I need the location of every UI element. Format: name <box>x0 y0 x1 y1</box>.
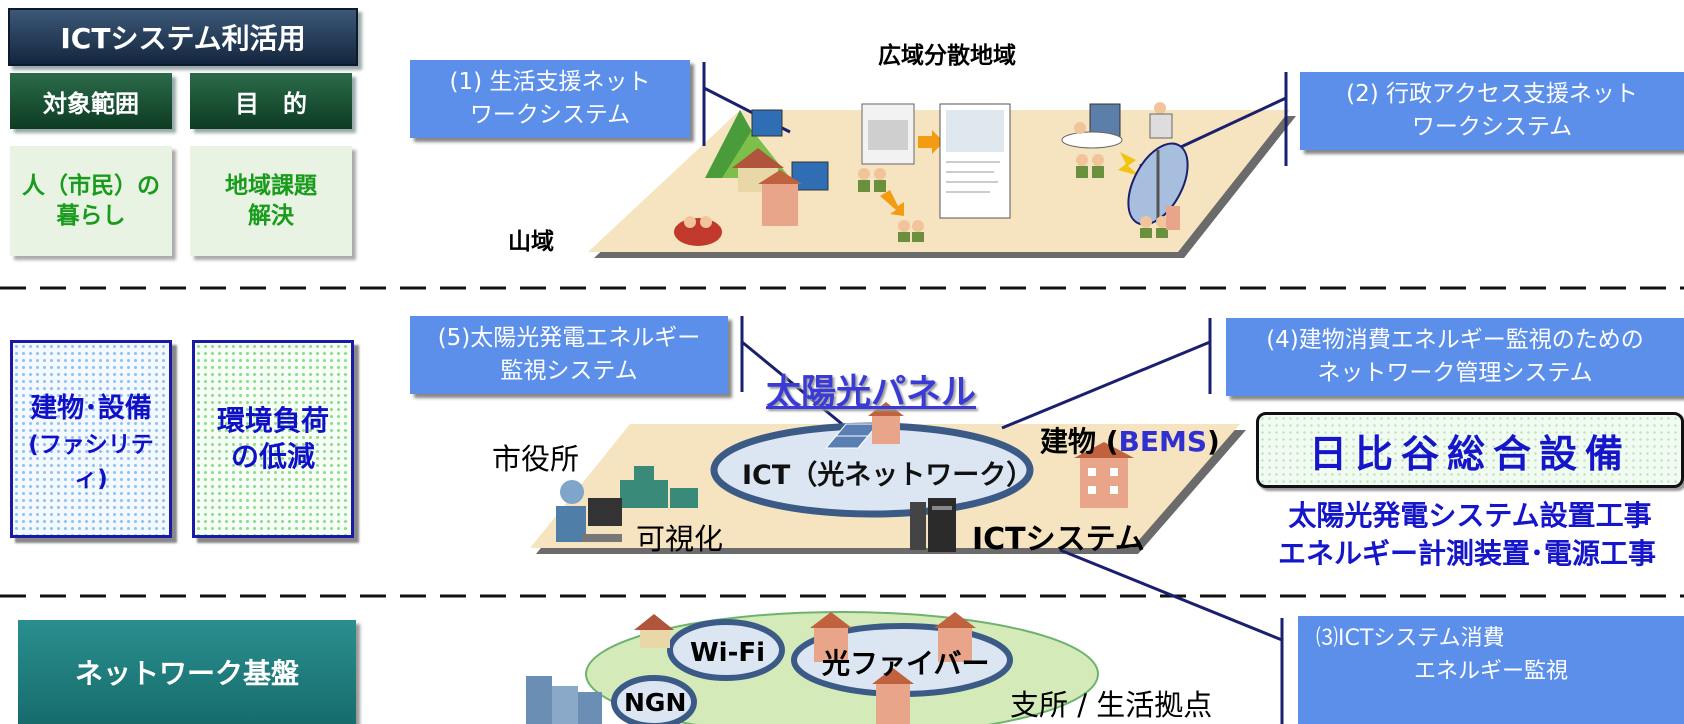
branch-label: 支所 / 生活拠点 <box>1010 688 1213 722</box>
company-service-1: 太陽光発電システム設置工事 <box>1288 499 1652 532</box>
wifi-ellipse <box>667 619 785 681</box>
building-bems-label: 建物 (BEMS) <box>1040 420 1220 460</box>
system-1-line1: (1) 生活支援ネット <box>449 69 651 95</box>
purpose-regional-issues: 地域課題解決 <box>190 146 352 256</box>
network-infrastructure-box: ネットワーク基盤 <box>18 620 356 724</box>
city-hall-label: 市役所 <box>492 442 580 476</box>
arrow-icon <box>880 130 944 216</box>
purpose-environment: 環境負荷 の低減 <box>192 340 354 538</box>
company-service-2: エネルギー計測装置･電源工事 <box>1277 537 1656 570</box>
scope-citizen-life-line2: 暮らし <box>56 203 126 229</box>
system-1-label: (1) 生活支援ネット ワークシステム <box>410 60 690 138</box>
system-4-label: (4)建物消費エネルギー監視のための ネットワーク管理システム <box>1226 318 1684 396</box>
residents-icon <box>1140 206 1180 238</box>
building-icon <box>1074 442 1134 508</box>
bems-label: BEMS <box>1118 425 1208 458</box>
purpose-regional-line1: 地域課題 <box>225 173 317 199</box>
system-1-line2: ワークシステム <box>469 102 631 128</box>
lightning-icon <box>1118 152 1140 176</box>
fiber-label: 光ファイバー <box>822 647 990 680</box>
system-4-line2: ネットワーク管理システム <box>1317 360 1593 386</box>
wireless-tower-icon <box>1127 142 1189 226</box>
scope-building-line1: 建物･設備 <box>30 392 152 424</box>
visualization-label: 可視化 <box>636 522 724 556</box>
operator-pc-icon <box>556 480 622 542</box>
scope-citizen-life: 人（市民）の暮らし <box>10 146 172 256</box>
purpose-regional-line2: 解決 <box>248 203 294 229</box>
s4-connector <box>1001 340 1211 430</box>
map-document-icon <box>939 103 1011 219</box>
solar-panel-icon <box>824 402 904 449</box>
system-4-line1: (4)建物消費エネルギー監視のための <box>1266 327 1644 353</box>
title-box: ICTシステム利活用 <box>8 8 358 66</box>
system-2-label: (2) 行政アクセス支援ネット ワークシステム <box>1300 72 1684 150</box>
wide-area-label: 広域分散地域 <box>878 42 1016 68</box>
s3-connector <box>1059 548 1283 642</box>
purpose-env-line1: 環境負荷 <box>216 404 329 437</box>
scope-citizen-life-line1: 人（市民）の <box>22 173 160 199</box>
city-hall-icon <box>620 466 698 508</box>
system-2-line2: ワークシステム <box>1411 114 1573 140</box>
fiber-houses-icon <box>810 612 976 724</box>
system-3-line2: エネルギー監視 <box>1413 659 1568 684</box>
citizens-icon <box>858 168 924 242</box>
mountain-label: 山域 <box>508 228 554 254</box>
wifi-label: Wi-Fi <box>690 638 766 668</box>
apartment-icon <box>758 170 802 226</box>
scope-building-facility: 建物･設備 (ファシリティ) <box>10 340 172 538</box>
ngn-label: NGN <box>624 688 687 717</box>
office-meeting-icon <box>1061 102 1173 178</box>
kiosk-screen-icon <box>861 103 915 165</box>
building-label: 建物 ( <box>1040 425 1119 458</box>
office-towers-icon <box>526 676 602 724</box>
bems-close: ) <box>1207 425 1220 458</box>
purpose-header: 目 的 <box>190 73 352 129</box>
s5-connector <box>741 340 843 426</box>
purpose-env-line2: の低減 <box>230 440 315 473</box>
system-5-line2: 監視システム <box>500 358 638 384</box>
small-house-icon <box>634 614 674 648</box>
system-5-line1: (5)太陽光発電エネルギー <box>437 325 701 351</box>
system-3-line1: ⑶ICTシステム消費 <box>1316 626 1505 651</box>
scope-header: 対象範囲 <box>10 73 172 129</box>
scope-building-line2: (ファシリティ) <box>28 431 154 492</box>
solar-panel-label: 太陽光パネル <box>766 373 977 413</box>
ict-system-label: ICTシステム <box>972 522 1145 557</box>
system-3-label: ⑶ICTシステム消費 エネルギー監視 <box>1298 616 1684 724</box>
ict-network-label: ICT（光ネットワーク） <box>742 460 1034 491</box>
system-5-label: (5)太陽光発電エネルギー 監視システム <box>410 316 728 394</box>
people-car-icon <box>674 216 722 246</box>
ngn-ellipse <box>611 675 697 724</box>
system-2-line1: (2) 行政アクセス支援ネット <box>1346 81 1638 107</box>
server-icon <box>910 498 956 552</box>
company-logo-box: 日比谷総合設備 <box>1256 412 1684 488</box>
